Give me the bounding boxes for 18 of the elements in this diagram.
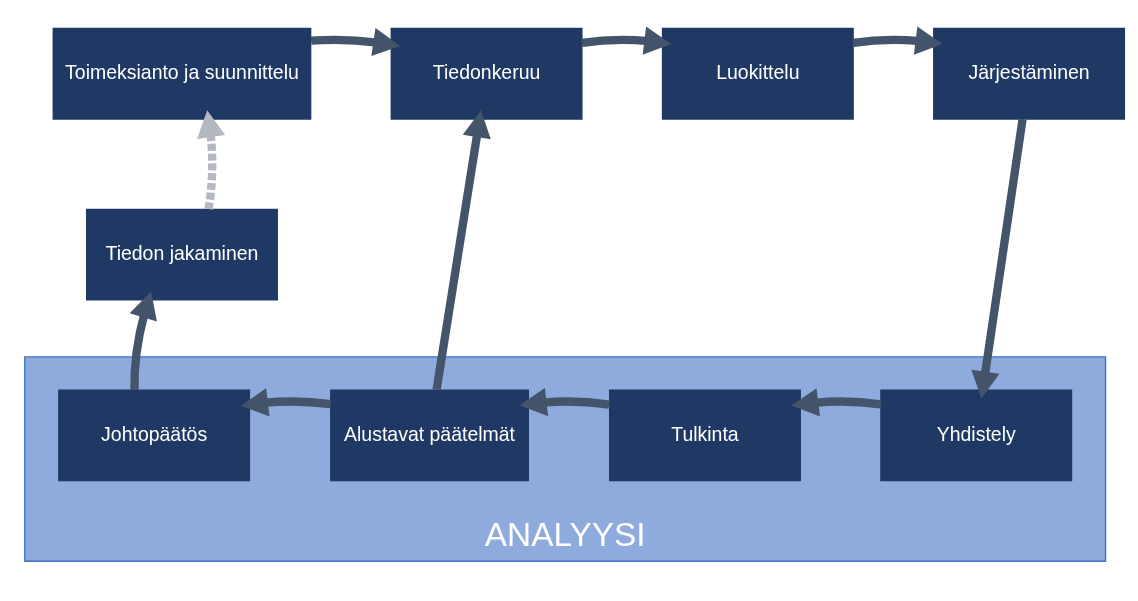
node-box: Johtopäätös xyxy=(58,389,251,482)
arrow xyxy=(791,388,882,417)
arrow xyxy=(971,118,1027,399)
node-box: Tiedon jakaminen xyxy=(86,208,278,301)
node-box: Tulkinta xyxy=(609,389,801,482)
arrow xyxy=(852,26,943,55)
node-box: Luokittelu xyxy=(661,27,854,120)
node-box: Yhdistely xyxy=(880,389,1073,482)
node-box: Tiedonkeruu xyxy=(390,27,583,120)
arrow xyxy=(241,388,332,417)
arrow xyxy=(310,27,401,57)
arrow xyxy=(519,388,610,417)
arrow xyxy=(129,291,157,390)
node-box: Toimeksianto ja suunnittelu xyxy=(52,27,312,120)
arrow xyxy=(197,110,226,210)
arrow xyxy=(581,26,672,55)
node-box: Järjestäminen xyxy=(933,27,1126,120)
node-box: Alustavat päätelmät xyxy=(330,389,529,482)
